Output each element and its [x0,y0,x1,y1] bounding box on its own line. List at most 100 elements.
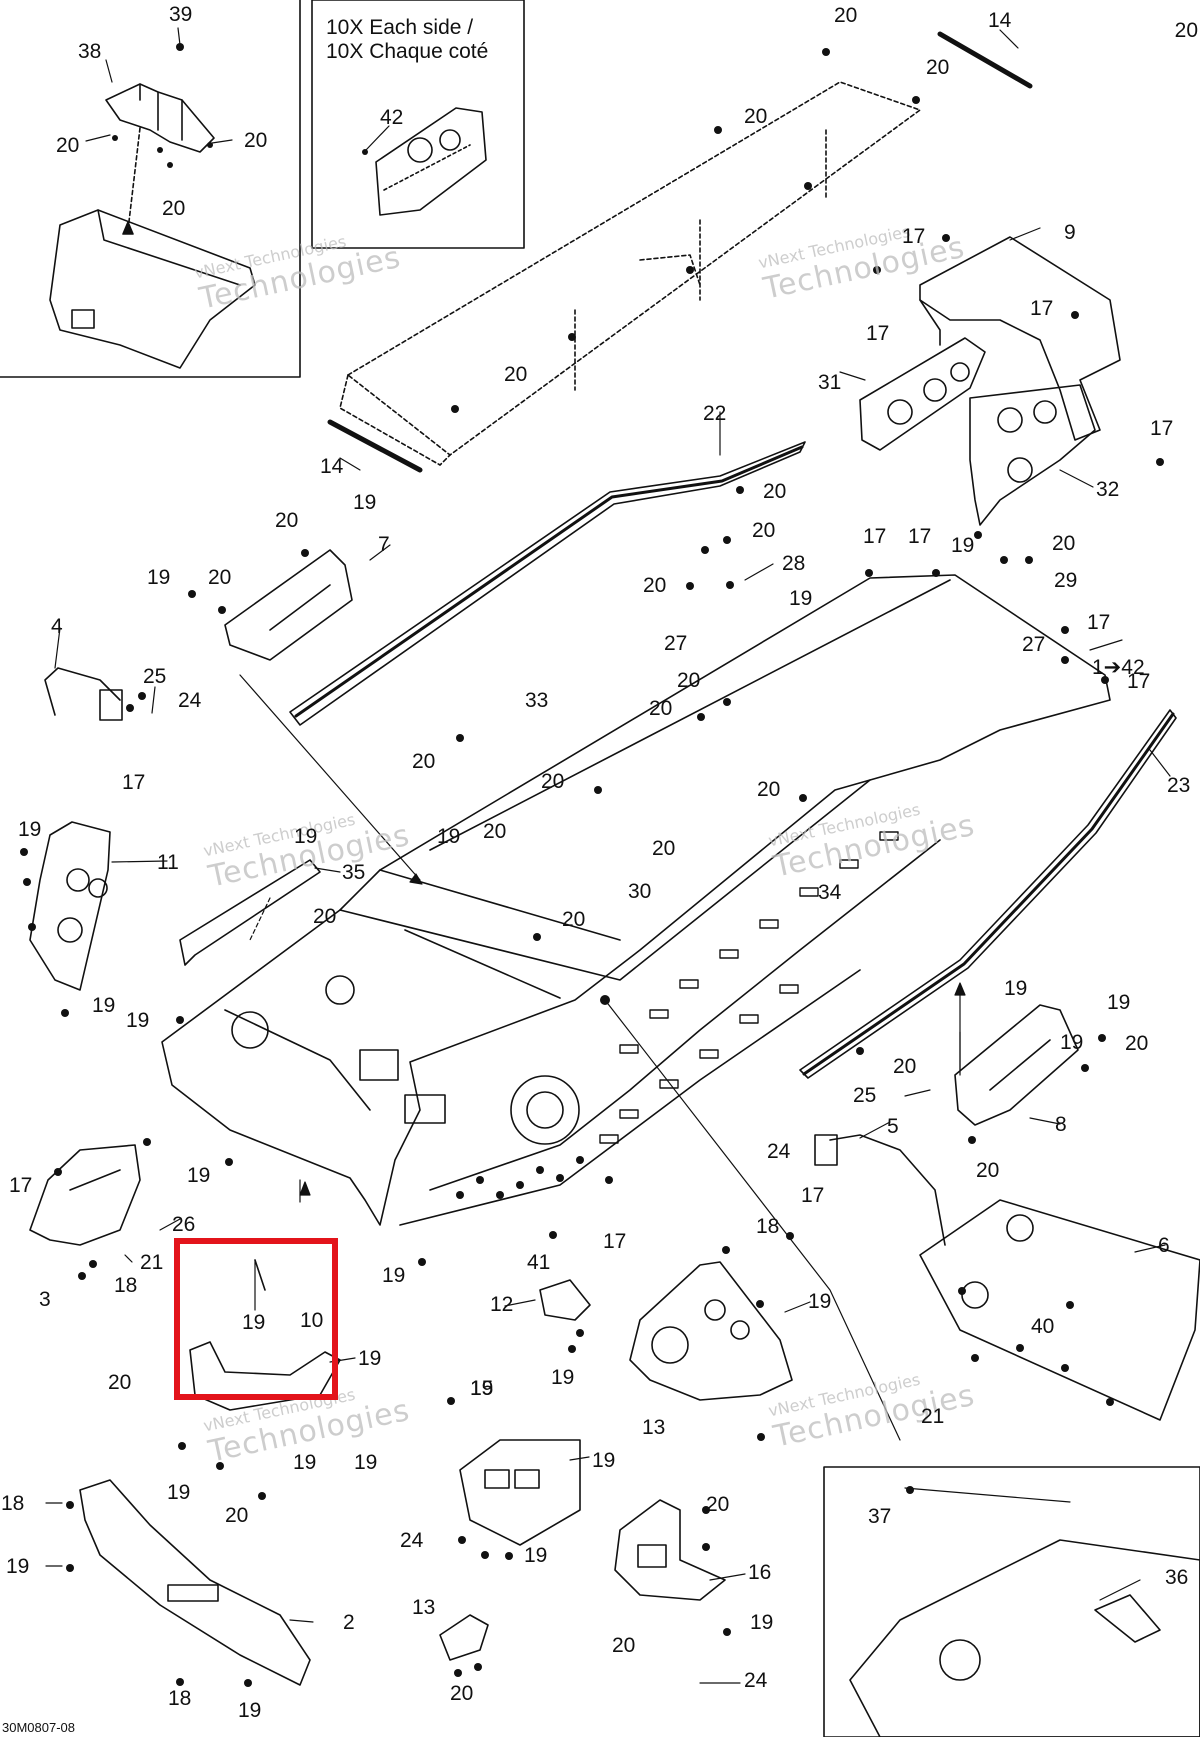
bracket-35 [179,859,321,966]
callout: 21 [921,1405,945,1428]
highlight-box [174,1238,338,1400]
callout: 20 [450,1682,474,1705]
callout: 20 [612,1634,636,1657]
callout: 20 [752,519,776,542]
callout: 18 [756,1215,780,1238]
note-line-english: 10X Each side / [326,16,474,39]
callout: 20 [1125,1032,1149,1055]
callout: 17 [9,1174,33,1197]
fasteners [20,43,1164,1687]
rail-2 [79,1479,311,1686]
bracket-6 [539,1279,591,1321]
plate-11 [29,821,111,991]
callout: 17 [866,322,890,345]
callout: 19 [242,1311,266,1334]
callout: 18 [168,1687,192,1710]
bracket-8 [954,1004,1079,1126]
callout: 22 [703,402,727,425]
callout: 19 [187,1164,211,1187]
callout: 34 [818,881,842,904]
callout: 20 [504,363,528,386]
callout: 13 [412,1596,436,1619]
callout: 19 [167,1481,191,1504]
callout: 8 [1055,1113,1067,1136]
callout: 20 [244,129,268,152]
callout: 36 [1165,1566,1189,1589]
side-plate-12 [629,1261,793,1401]
callout: 27 [664,632,688,655]
callout: 14 [320,455,344,478]
callout: 19 [808,1290,832,1313]
callout: 19 [354,1451,378,1474]
callout: 26 [172,1213,196,1236]
bracket-31 [859,337,986,451]
callout: 17 [908,525,932,548]
callout: 16 [748,1561,772,1584]
callout: 12 [490,1293,514,1316]
callout: 19 [750,1611,774,1634]
callout: 20 [643,574,667,597]
callout: 33 [525,689,549,712]
callout: 10 [300,1309,324,1332]
callout: 20 [677,669,701,692]
callout: 19 [382,1264,406,1287]
tunnel-outline [339,81,921,466]
drawing-code: 30M0807-08 [2,1720,75,1735]
callout: 20 [1052,532,1076,555]
callout: 20 [926,56,950,79]
rear-member-9 [919,236,1121,441]
bracket-7 [224,549,353,661]
callout: 24 [767,1140,791,1163]
bracket-42 [375,107,487,216]
callout: 20 [1174,19,1198,42]
callout: 19 [951,534,975,557]
callout: 23 [1167,774,1191,797]
callout: 19 [6,1555,30,1578]
leader-lines [45,27,1171,1684]
callout: 38 [78,40,102,63]
bracket-16 [614,1499,726,1601]
callout: 3 [39,1288,51,1311]
callout: 41 [527,1251,551,1274]
inset-note: 10X Each side / 10X Chaque coté [326,16,488,64]
callout: 17 [1087,611,1111,634]
chassis-body [161,574,1111,1226]
callout: 21 [140,1251,164,1274]
bracket-13 [439,1614,489,1661]
callout: 25 [143,665,167,688]
callout: 29 [1054,569,1078,592]
callout: 19 [470,1377,494,1400]
callout: 20 [56,134,80,157]
callout: 20 [834,4,858,27]
callout: 7 [378,533,390,556]
callout: 25 [853,1084,877,1107]
callout: 20 [483,820,507,843]
callout: 19 [437,825,461,848]
callout: 20 [108,1371,132,1394]
callout: 20 [976,1159,1000,1182]
callout: 30 [628,880,652,903]
callout: 32 [1096,478,1120,501]
callout: 20 [744,105,768,128]
callout: 11 [157,851,179,874]
callout: 17 [1150,417,1174,440]
callout: 1➔42 [1092,656,1145,679]
callout: 20 [313,905,337,928]
callout: 14 [988,9,1012,32]
callout: 42 [380,106,404,129]
callout: 24 [178,689,202,712]
callout: 20 [562,908,586,931]
callout: 2 [343,1611,355,1634]
callout: 19 [238,1699,262,1722]
callout: 19 [789,587,813,610]
callout: 20 [412,750,436,773]
callout: 20 [208,566,232,589]
bracket-15 [459,1439,581,1546]
callout: 20 [275,509,299,532]
callout: 17 [603,1230,627,1253]
callout: 17 [902,225,926,248]
callout: 19 [551,1366,575,1389]
